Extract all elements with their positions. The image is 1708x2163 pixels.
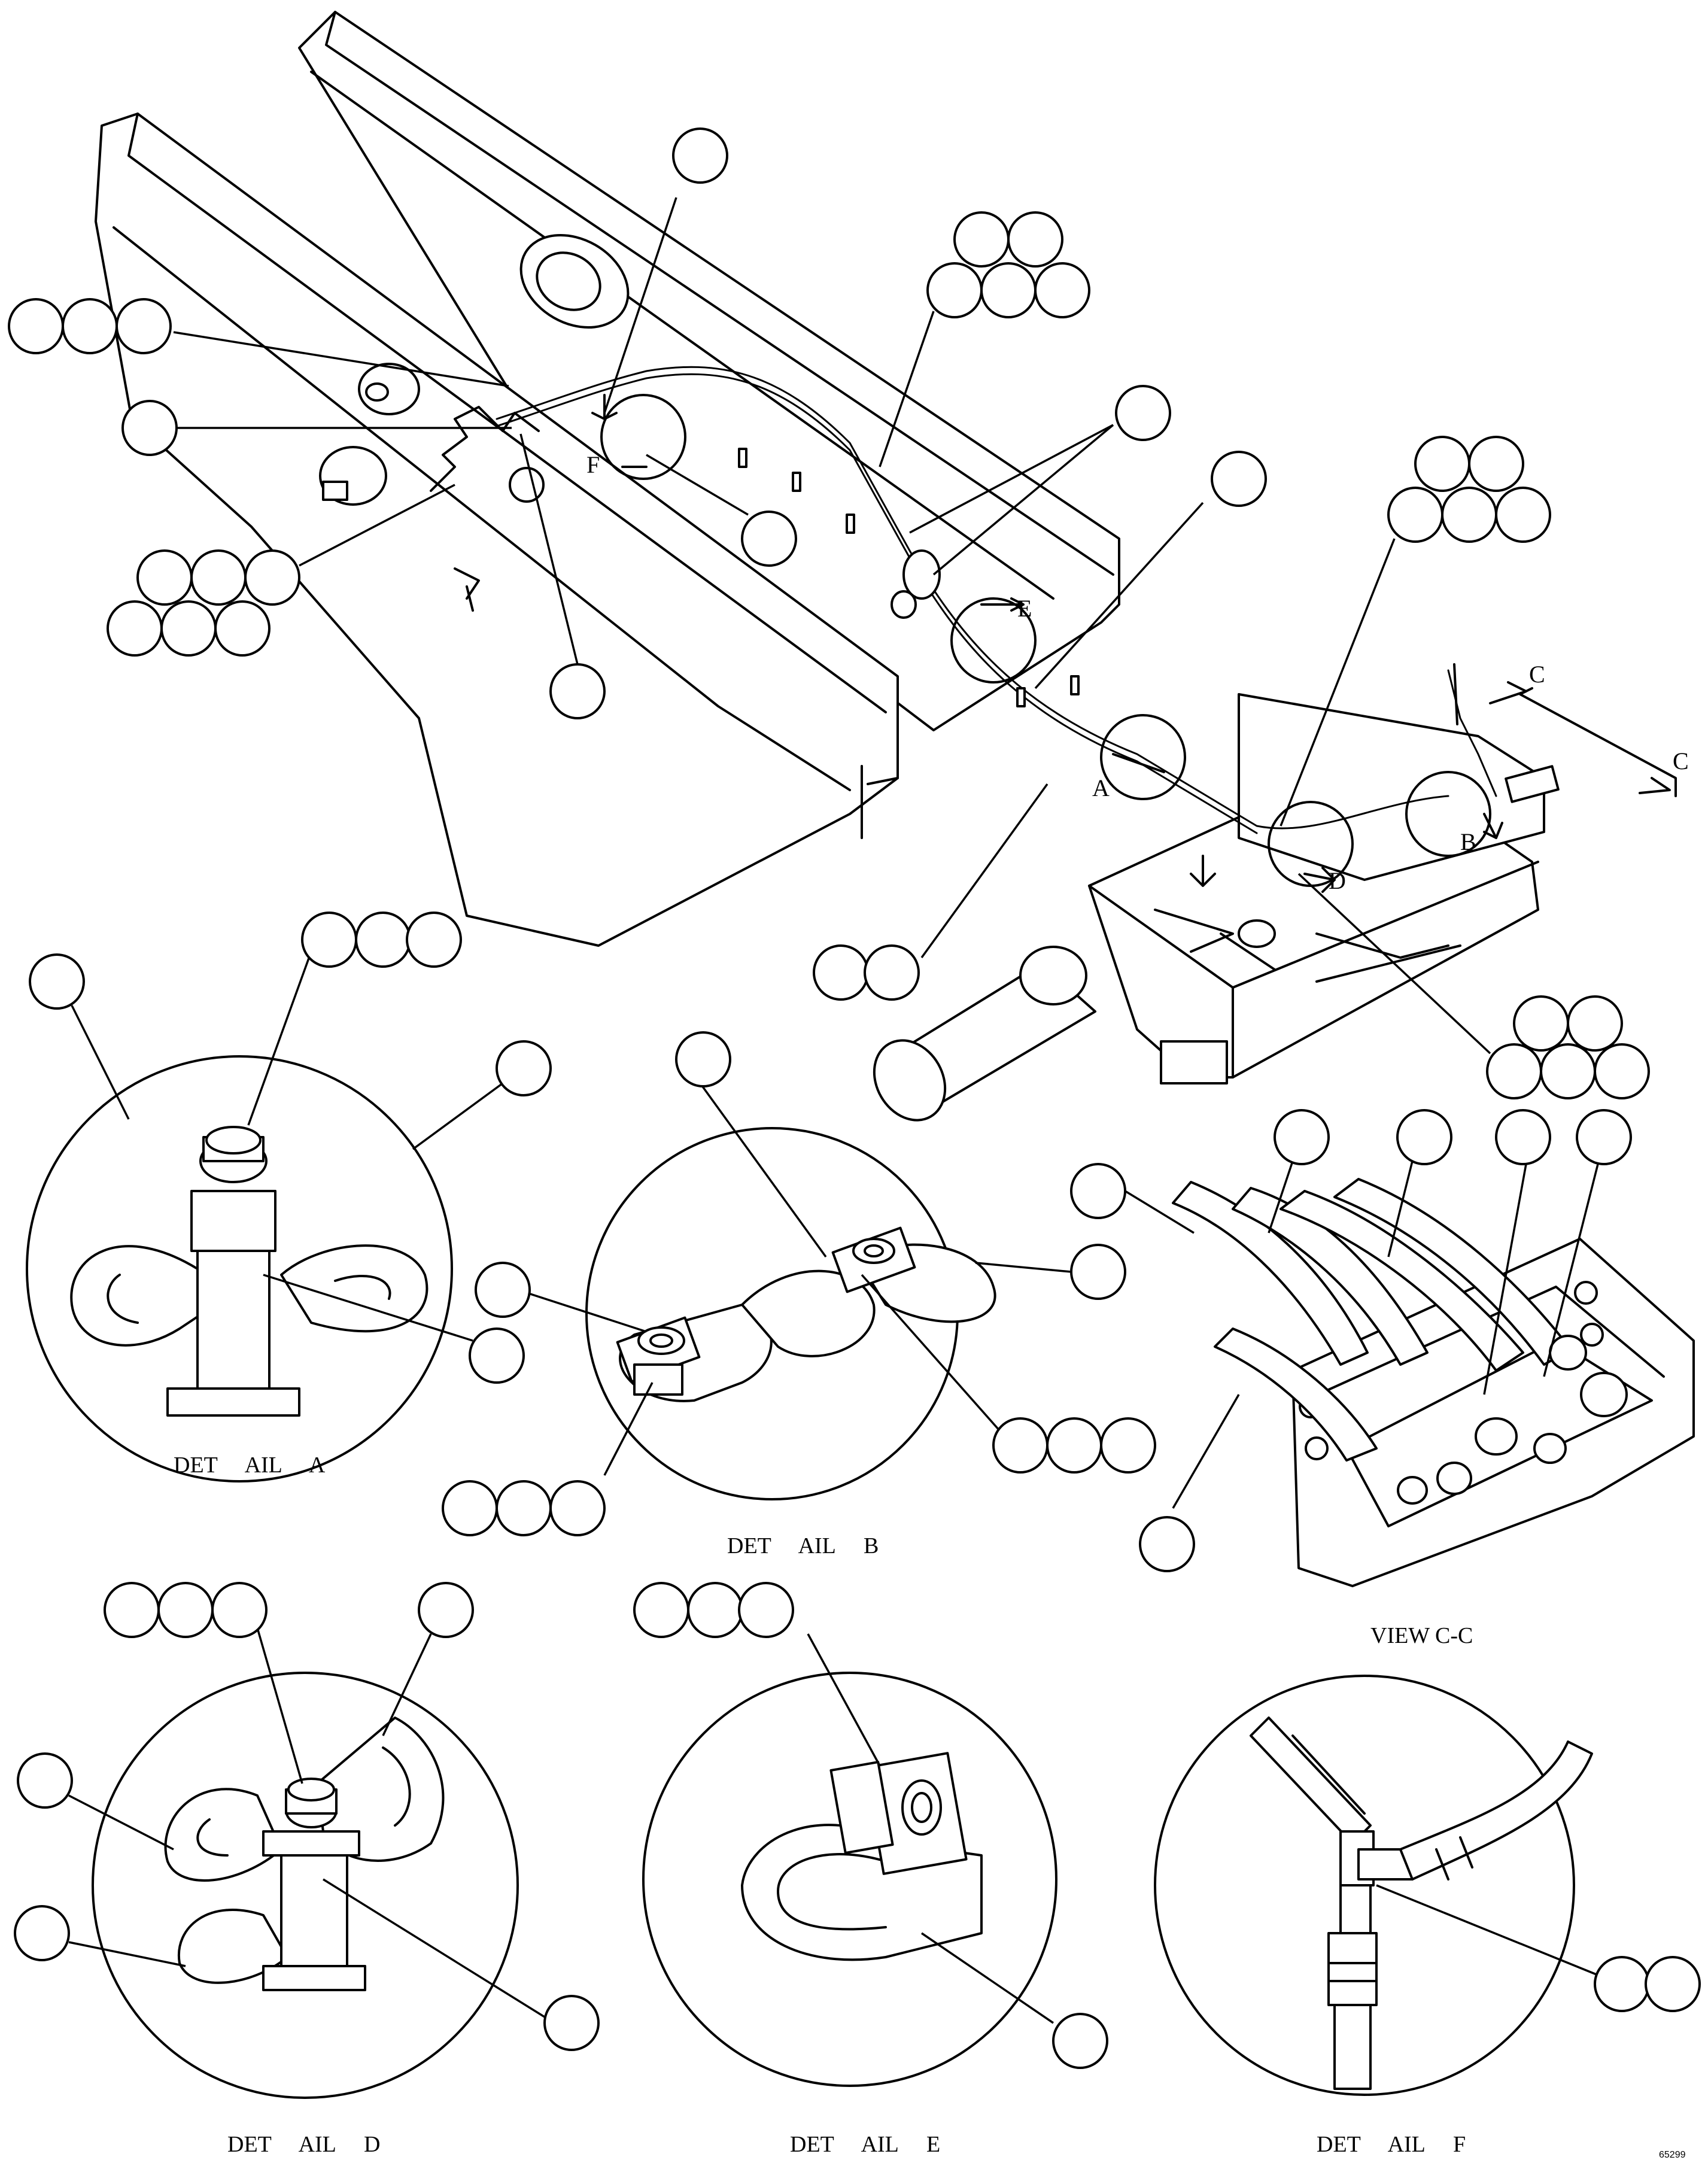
view-cc: VIEW C-C	[1070, 1109, 1695, 1648]
view-marker-b: B	[1460, 828, 1476, 855]
detail-e: DET AIL E	[633, 1582, 1108, 2157]
detail-b-caption: DET AIL B	[727, 1533, 879, 1559]
detail-f: DET AIL F	[1154, 1675, 1701, 2157]
view-marker-f: F	[586, 451, 600, 478]
view-marker-c-bottom: C	[1673, 748, 1689, 774]
detail-d-caption: DET AIL D	[227, 2132, 380, 2157]
view-marker-c-top: C	[1529, 661, 1545, 688]
view-marker-e: E	[1017, 595, 1032, 622]
view-marker-d: D	[1329, 867, 1346, 894]
detail-f-caption: DET AIL F	[1317, 2132, 1466, 2157]
detail-e-caption: DET AIL E	[790, 2132, 940, 2157]
detail-b: DET AIL B	[442, 1031, 1156, 1559]
main-view-balloons	[8, 127, 1650, 1099]
detail-d: DET AIL D	[14, 1582, 600, 2157]
view-marker-a: A	[1092, 774, 1110, 801]
boom-assembly: F E A D B C C	[95, 11, 1689, 1122]
view-cc-caption: VIEW C-C	[1370, 1623, 1473, 1648]
detail-a-caption: DET AIL A	[174, 1453, 326, 1478]
detail-a: DET AIL A	[26, 912, 552, 1482]
drawing-number: 65299	[1659, 2150, 1686, 2160]
